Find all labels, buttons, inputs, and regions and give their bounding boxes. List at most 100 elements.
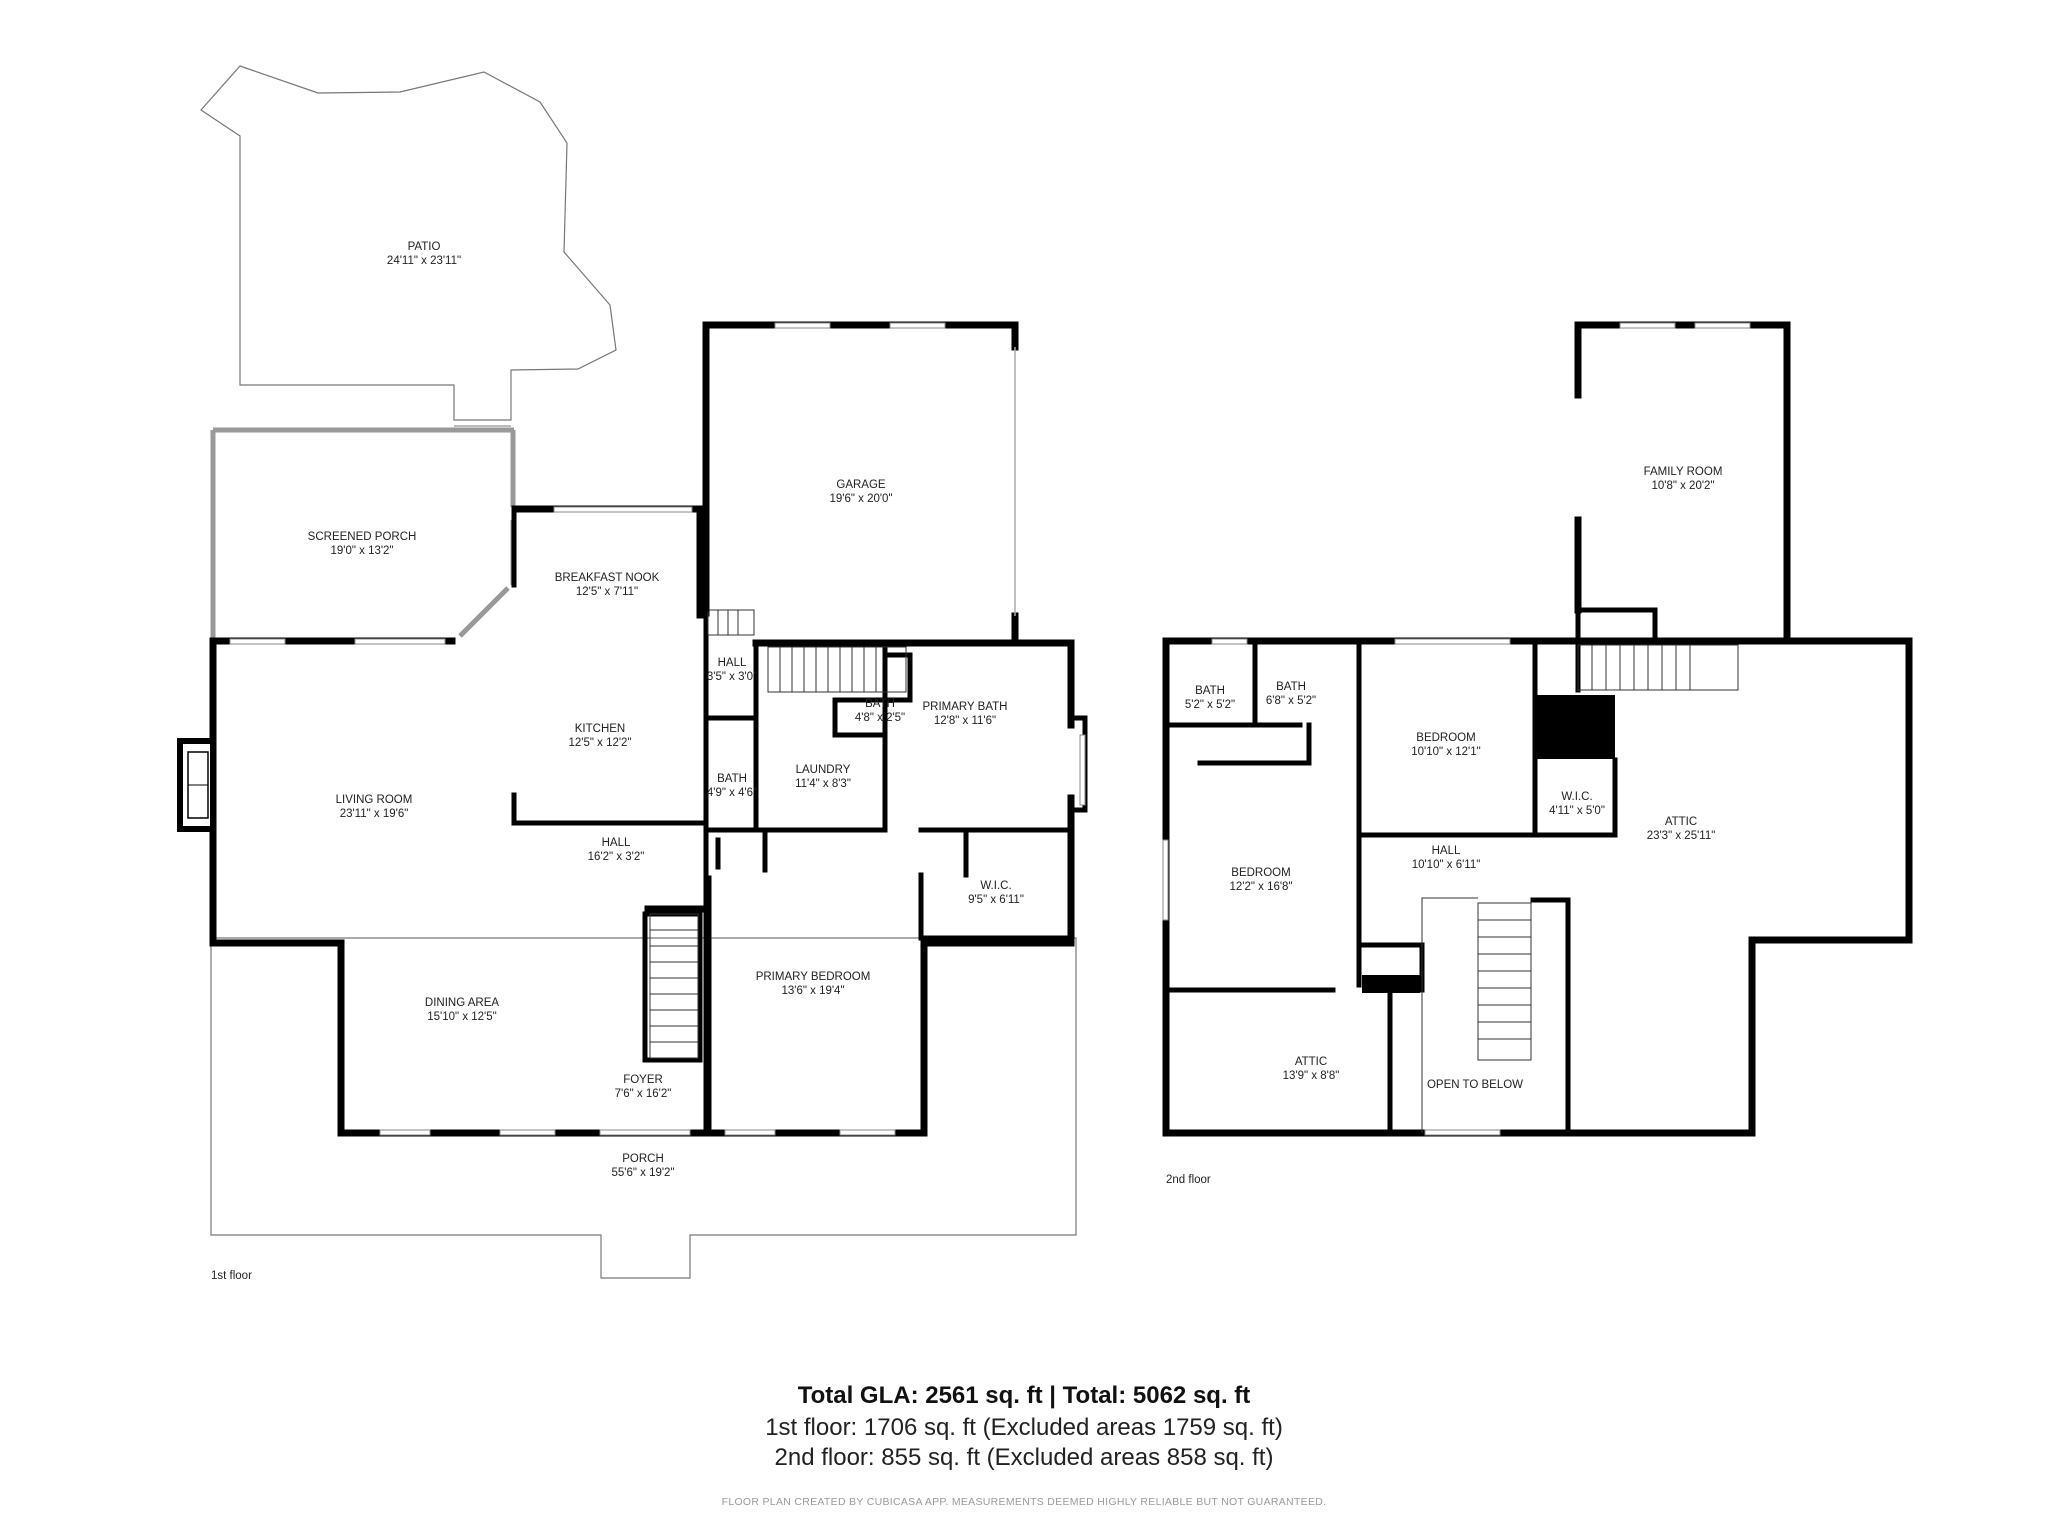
second-floor-interior-walls bbox=[1163, 607, 1658, 1136]
room-label-kitchen: KITCHEN 12'5" x 12'2" bbox=[568, 722, 631, 750]
room-dimensions: 19'0" x 13'2" bbox=[330, 545, 394, 557]
room-dimensions: 12'8" x 11'6" bbox=[933, 715, 997, 727]
room-name: HALL bbox=[717, 657, 747, 669]
room-label-hall-small: HALL 3'5" x 3'0" bbox=[707, 656, 757, 684]
room-dimensions: 19'6" x 20'0" bbox=[829, 493, 893, 505]
room-label-screened-porch: SCREENED PORCH 19'0" x 13'2" bbox=[308, 530, 417, 558]
floor-label-second: 2nd floor bbox=[1166, 1174, 1211, 1186]
first-floor-area: 1st floor: 1706 sq. ft (Excluded areas 1… bbox=[765, 1414, 1283, 1441]
chimney-block bbox=[1537, 695, 1615, 759]
room-label-patio: PATIO 24'11" x 23'11" bbox=[387, 240, 461, 268]
second-floor-plan bbox=[1162, 321, 1913, 1137]
room-name: PATIO bbox=[407, 241, 441, 253]
fireplace bbox=[177, 738, 216, 832]
room-dimensions: 55'6" x 19'2" bbox=[611, 1167, 675, 1179]
room-dimensions: 12'2" x 16'8" bbox=[1229, 881, 1293, 893]
room-label-porch: PORCH 55'6" x 19'2" bbox=[611, 1152, 674, 1180]
room-dimensions: 4'9" x 4'6" bbox=[706, 787, 758, 799]
room-dimensions: 5'2" x 5'2" bbox=[1184, 699, 1236, 711]
room-dimensions: 15'10" x 12'5" bbox=[427, 1011, 497, 1023]
room-name: ATTIC bbox=[1294, 1056, 1328, 1068]
room-label-hall-2: HALL 10'10" x 6'11" bbox=[1412, 844, 1481, 872]
room-label-living-room: LIVING ROOM 23'11" x 19'6" bbox=[336, 793, 413, 821]
room-label-dining-area: DINING AREA 15'10" x 12'5" bbox=[425, 996, 499, 1024]
room-name: PRIMARY BATH bbox=[922, 701, 1008, 713]
room-name: PRIMARY BEDROOM bbox=[755, 971, 871, 983]
stair-well-block bbox=[1362, 975, 1420, 993]
room-dimensions: 24'11" x 23'11" bbox=[386, 255, 462, 267]
room-dimensions: 16'2" x 3'2" bbox=[587, 851, 645, 863]
room-name: BREAKFAST NOOK bbox=[554, 572, 660, 584]
room-label-bath-b: BATH 6'8" x 5'2" bbox=[1266, 680, 1316, 708]
room-dimensions: 12'5" x 7'11" bbox=[575, 586, 639, 598]
first-floor-plan bbox=[177, 65, 1088, 1279]
first-floor-interior-walls bbox=[511, 506, 1088, 1136]
room-name: HALL bbox=[1431, 845, 1461, 857]
floor-label-first: 1st floor bbox=[211, 1270, 252, 1282]
room-label-bath-a: BATH 5'2" x 5'2" bbox=[1185, 684, 1235, 712]
room-name: HALL bbox=[601, 837, 631, 849]
room-name: LIVING ROOM bbox=[335, 794, 413, 806]
room-name: SCREENED PORCH bbox=[307, 531, 417, 543]
room-name: FOYER bbox=[623, 1074, 663, 1086]
room-name: BEDROOM bbox=[1231, 867, 1291, 879]
room-label-open-to-below: OPEN TO BELOW bbox=[1427, 1078, 1523, 1092]
room-name: GARAGE bbox=[836, 479, 886, 491]
room-dimensions: 7'6" x 16'2" bbox=[614, 1088, 672, 1100]
room-label-family-room: FAMILY ROOM 10'8" x 20'2" bbox=[1644, 465, 1723, 493]
disclaimer-text: FLOOR PLAN CREATED BY CUBICASA APP. MEAS… bbox=[721, 1496, 1327, 1508]
room-label-breakfast-nook: BREAKFAST NOOK 12'5" x 7'11" bbox=[555, 571, 660, 599]
room-name: BEDROOM bbox=[1416, 732, 1476, 744]
room-name: BATH bbox=[1276, 681, 1306, 693]
room-name: OPEN TO BELOW bbox=[1426, 1079, 1524, 1091]
room-name: KITCHEN bbox=[574, 723, 626, 735]
room-dimensions: 6'8" x 5'2" bbox=[1265, 695, 1317, 707]
room-dimensions: 23'11" x 19'6" bbox=[339, 808, 409, 820]
room-name: BATH bbox=[1195, 685, 1225, 697]
room-name: ATTIC bbox=[1664, 816, 1698, 828]
room-name: DINING AREA bbox=[424, 997, 500, 1009]
room-name: W.I.C. bbox=[1561, 791, 1593, 803]
second-floor-windows bbox=[1162, 322, 1751, 1136]
room-dimensions: 10'10" x 6'11" bbox=[1411, 859, 1481, 871]
room-dimensions: 13'6" x 19'4" bbox=[781, 985, 845, 997]
room-dimensions: 10'8" x 20'2" bbox=[1651, 480, 1715, 492]
room-name: LAUNDRY bbox=[795, 764, 851, 776]
second-floor-area: 2nd floor: 855 sq. ft (Excluded areas 85… bbox=[774, 1444, 1274, 1471]
first-floor-windows bbox=[229, 322, 1086, 1136]
room-label-hall: HALL 16'2" x 3'2" bbox=[588, 836, 645, 864]
room-label-bedroom-a: BEDROOM 10'10" x 12'1" bbox=[1411, 731, 1480, 759]
first-floor-stairs bbox=[649, 609, 907, 1059]
room-label-laundry: LAUNDRY 11'4" x 8'3" bbox=[795, 763, 851, 791]
room-label-wic-2: W.I.C. 4'11" x 5'0" bbox=[1549, 790, 1605, 818]
room-label-primary-bath: PRIMARY BATH 12'8" x 11'6" bbox=[923, 700, 1008, 728]
first-floor-exterior-walls bbox=[209, 321, 1075, 1137]
room-label-bedroom-b: BEDROOM 12'2" x 16'8" bbox=[1229, 866, 1292, 894]
room-name: W.I.C. bbox=[980, 880, 1012, 892]
room-label-foyer: FOYER 7'6" x 16'2" bbox=[615, 1073, 672, 1101]
room-dimensions: 11'4" x 8'3" bbox=[795, 778, 851, 790]
total-area-summary: Total GLA: 2561 sq. ft | Total: 5062 sq.… bbox=[797, 1382, 1251, 1409]
room-dimensions: 9'5" x 6'11" bbox=[968, 894, 1024, 906]
room-label-bath: BATH 4'9" x 4'6" bbox=[707, 772, 757, 800]
room-label-wic: W.I.C. 9'5" x 6'11" bbox=[968, 879, 1024, 907]
room-name: PORCH bbox=[622, 1153, 664, 1165]
porch-outline bbox=[210, 937, 1077, 1279]
room-label-attic-small: ATTIC 13'9" x 8'8" bbox=[1283, 1055, 1340, 1083]
room-dimensions: 4'11" x 5'0" bbox=[1549, 805, 1605, 817]
room-name: FAMILY ROOM bbox=[1643, 466, 1723, 478]
room-label-garage: GARAGE 19'6" x 20'0" bbox=[829, 478, 892, 506]
room-dimensions: 3'5" x 3'0" bbox=[706, 671, 758, 683]
second-floor-stairs bbox=[1421, 644, 1739, 1133]
room-label-bath-small: BATH 4'8" x 2'5" bbox=[855, 697, 905, 725]
patio-outline bbox=[200, 65, 617, 421]
room-dimensions: 10'10" x 12'1" bbox=[1411, 746, 1481, 758]
room-dimensions: 13'9" x 8'8" bbox=[1282, 1070, 1340, 1082]
room-name: BATH bbox=[865, 698, 895, 710]
room-dimensions: 23'3" x 25'11" bbox=[1646, 830, 1716, 842]
room-dimensions: 4'8" x 2'5" bbox=[854, 712, 906, 724]
room-name: BATH bbox=[717, 773, 747, 785]
room-label-primary-bedroom: PRIMARY BEDROOM 13'6" x 19'4" bbox=[756, 970, 871, 998]
room-dimensions: 12'5" x 12'2" bbox=[568, 737, 632, 749]
